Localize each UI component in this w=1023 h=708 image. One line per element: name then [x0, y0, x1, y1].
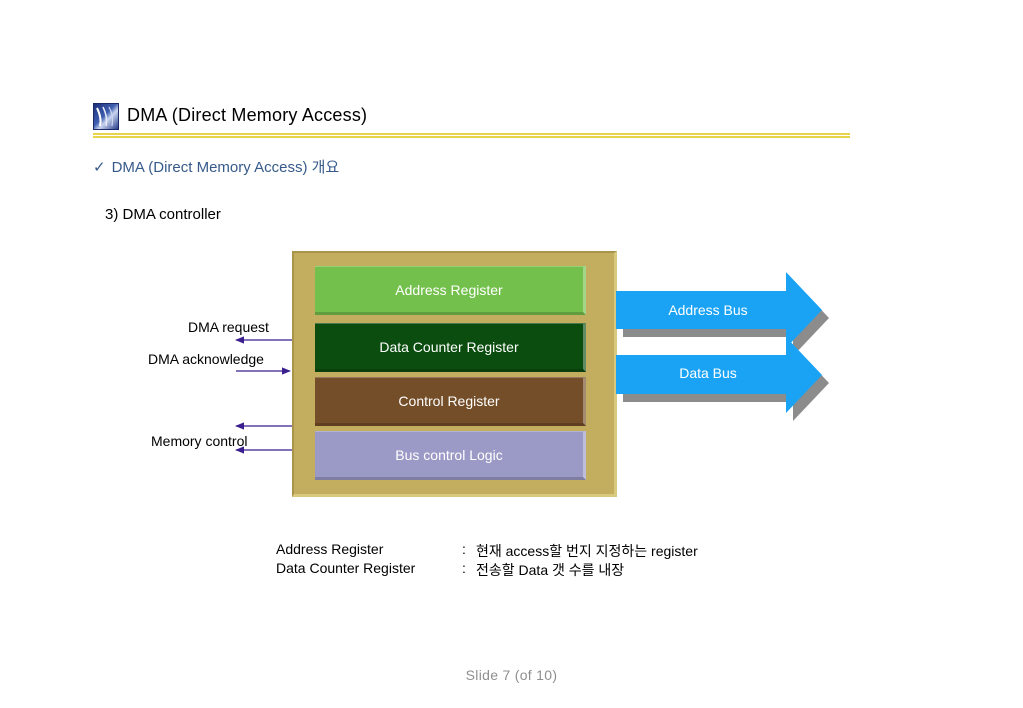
note-desc-data-counter-register: 전송할 Data 갯 수를 내장 [476, 562, 625, 578]
title-rule-top [93, 133, 850, 135]
address-register-label: Address Register [395, 281, 503, 298]
section-heading: 3) DMA controller [105, 206, 221, 223]
note-term-data-counter-register: Data Counter Register [276, 560, 416, 576]
check-icon: ✓ [93, 159, 106, 176]
control-register-label: Control Register [398, 392, 500, 409]
dma-acknowledge-label: DMA acknowledge [148, 351, 264, 367]
note-separator: : [462, 560, 466, 576]
data-bus-label: Data Bus [679, 365, 737, 381]
dma-request-label: DMA request [188, 319, 269, 335]
control-register-block: Control Register [315, 377, 586, 426]
address-register-block: Address Register [315, 266, 586, 315]
note-term-address-register: Address Register [276, 541, 384, 557]
bus-control-logic-block: Bus control Logic [315, 431, 586, 480]
address-bus-arrow [616, 272, 822, 348]
data-counter-register-block: Data Counter Register [315, 323, 586, 372]
slide-counter: Slide 7 (of 10) [465, 667, 558, 683]
note-separator: : [462, 541, 466, 557]
wave-logo-icon [93, 103, 119, 130]
address-bus-label: Address Bus [668, 302, 748, 318]
subtitle: ✓ DMA (Direct Memory Access) 개요 [93, 156, 339, 177]
subtitle-text: DMA (Direct Memory Access) 개요 [111, 159, 340, 176]
data-bus-arrow [616, 337, 822, 413]
page-title: DMA (Direct Memory Access) [127, 105, 368, 125]
title-rule-bottom [93, 136, 850, 138]
data-counter-register-label: Data Counter Register [379, 338, 519, 355]
bus-control-logic-label: Bus control Logic [395, 446, 503, 463]
note-desc-address-register: 현재 access할 번지 지정하는 register [476, 543, 698, 559]
memory-control-label: Memory control [151, 433, 248, 449]
